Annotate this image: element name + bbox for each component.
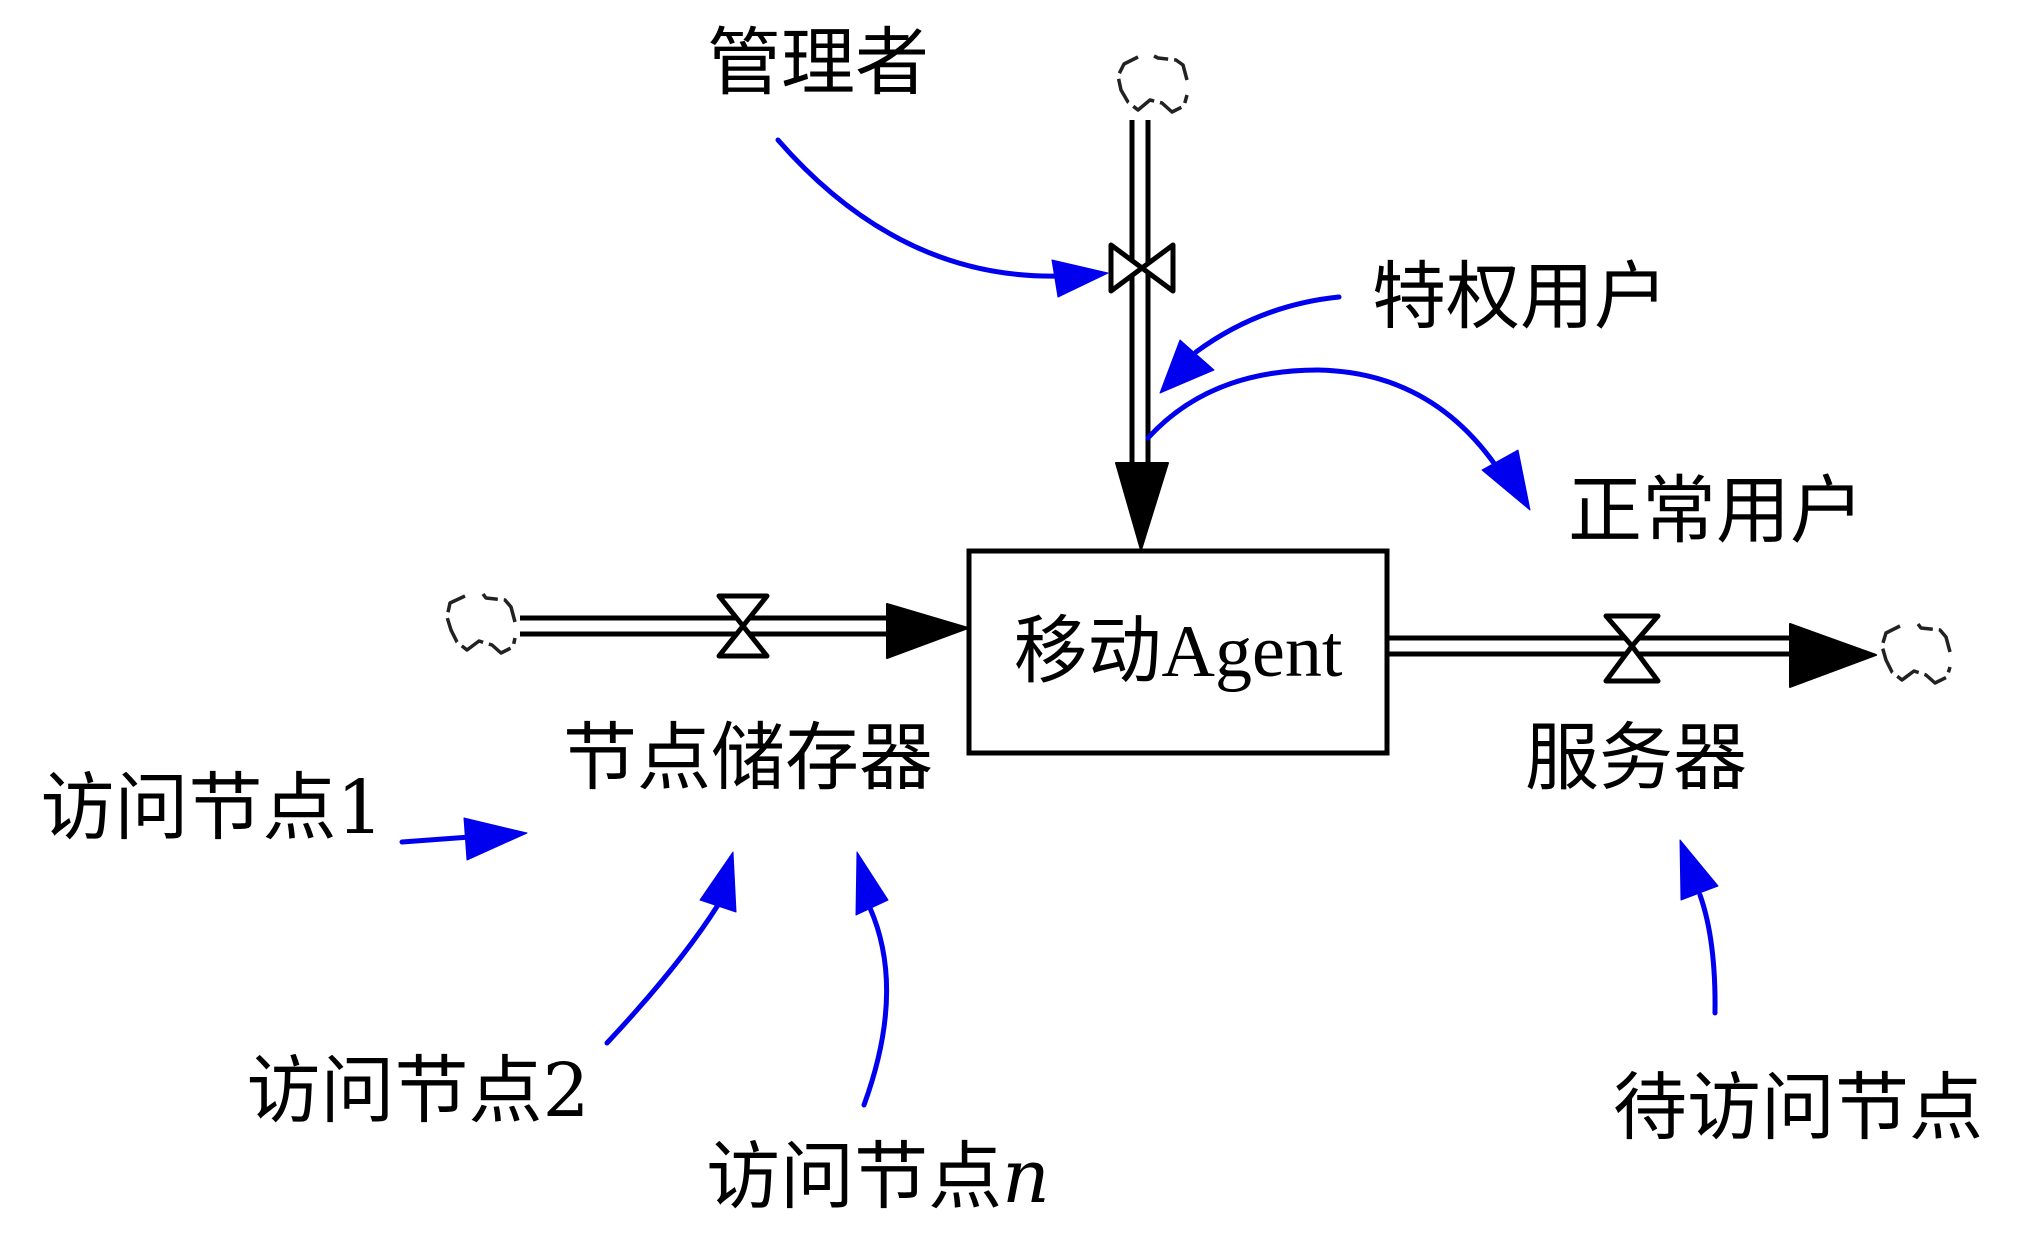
- sink-cloud-right-icon: [1880, 622, 1952, 685]
- label-normal-user: 正常用户: [1568, 468, 1864, 554]
- link-pending-visit-node: [1697, 892, 1718, 1016]
- link-manager: [775, 137, 1063, 279]
- top-flow-arrowhead: [1115, 462, 1169, 551]
- source-cloud-left-icon: [445, 592, 517, 655]
- link-visit-node-1-arrowhead: [463, 817, 528, 861]
- links: [399, 137, 1719, 1108]
- right-flow-arrowhead: [1789, 623, 1877, 688]
- right-outflow: [1388, 613, 1952, 688]
- link-manager-arrowhead: [1051, 259, 1109, 298]
- left-valve-icon[interactable]: [716, 593, 770, 659]
- link-pending-visit-node-arrowhead: [1679, 839, 1719, 901]
- link-privileged-user-arrowhead: [1159, 339, 1215, 394]
- link-normal-user: [1145, 367, 1499, 469]
- link-visit-node-n-arrowhead: [855, 851, 889, 916]
- source-cloud-top-icon: [1116, 54, 1189, 114]
- top-valve-icon[interactable]: [1108, 242, 1176, 294]
- label-server-flow: 服务器: [1525, 715, 1747, 801]
- link-visit-node-2-arrowhead: [699, 851, 737, 913]
- labels: 管理者 特权用户 正常用户 节点储存器 服务器 访问节点1 访问节点2 访问节点…: [40, 20, 1983, 1220]
- label-manager: 管理者: [707, 20, 929, 106]
- left-flow-arrowhead: [886, 603, 969, 659]
- link-visit-node-n: [861, 905, 890, 1108]
- label-visit-node-2: 访问节点2: [246, 1048, 589, 1134]
- label-pending-visit-node: 待访问节点: [1613, 1065, 1983, 1151]
- label-visit-node-n: 访问节点n: [706, 1134, 1050, 1220]
- link-visit-node-1: [399, 834, 473, 845]
- link-visit-node-2: [604, 902, 721, 1046]
- left-inflow: [445, 592, 969, 659]
- label-visit-node-2-suffix: 2: [542, 1048, 589, 1134]
- stock-box[interactable]: [966, 548, 1390, 756]
- label-visit-node-2-prefix: 访问节点: [246, 1048, 542, 1134]
- stock-mobile-agent[interactable]: 移动Agent: [966, 548, 1390, 756]
- right-valve-icon[interactable]: [1603, 613, 1661, 684]
- top-inflow: [1108, 54, 1189, 551]
- link-normal-user-arrowhead: [1481, 449, 1531, 511]
- label-node-storage-flow: 节点储存器: [563, 715, 933, 801]
- link-privileged-user: [1193, 294, 1342, 355]
- label-visit-node-n-suffix: n: [1002, 1134, 1050, 1220]
- stock-label: 移动Agent: [1014, 611, 1343, 693]
- label-visit-node-n-prefix: 访问节点: [706, 1134, 1002, 1220]
- label-visit-node-1: 访问节点1: [40, 765, 383, 851]
- label-privileged-user: 特权用户: [1372, 254, 1668, 340]
